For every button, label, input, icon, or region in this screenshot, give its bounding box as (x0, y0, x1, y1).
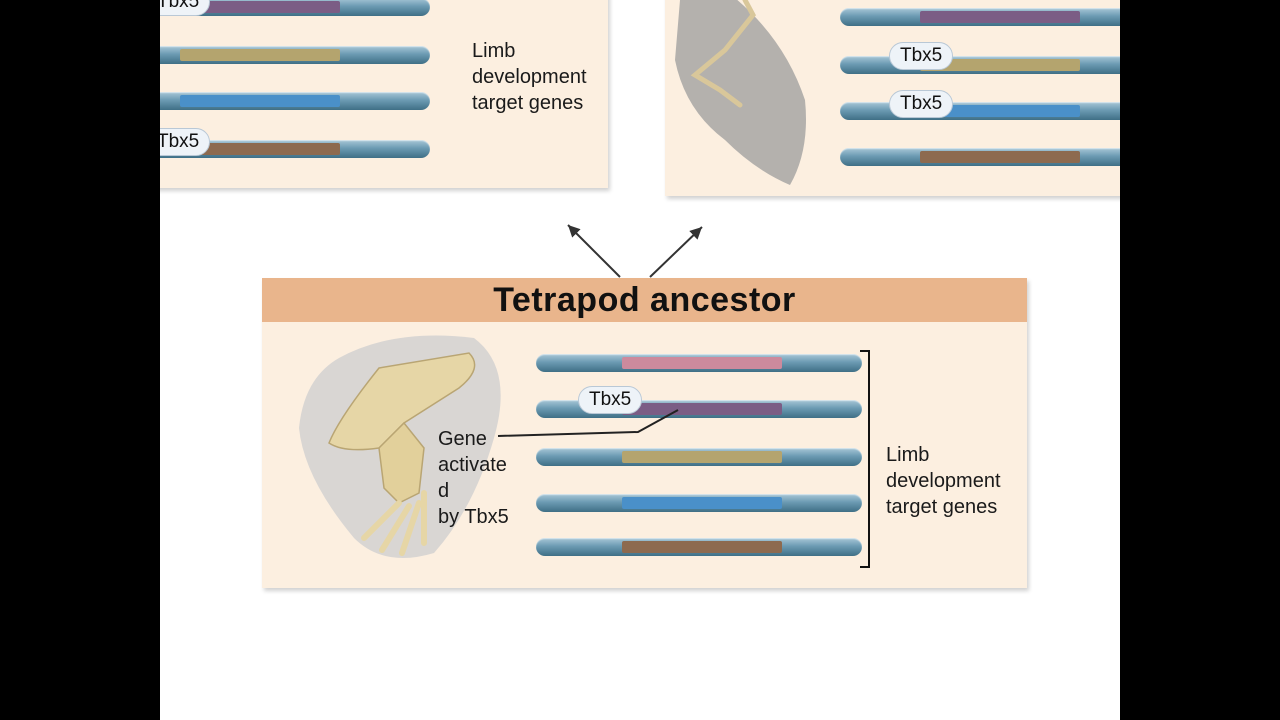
gene-segment (920, 105, 1080, 117)
gene-bar (840, 102, 1120, 120)
gene-bar (536, 448, 862, 466)
limb-development-label: Limb development target genes (472, 38, 587, 116)
gene-bar (840, 8, 1120, 26)
gene-activated-label: Gene activate d by Tbx5 (438, 426, 509, 530)
label-line: Limb (886, 444, 930, 466)
tbx5-label: Tbx5 (578, 386, 643, 414)
label-line: Gene (438, 428, 487, 450)
animal-silhouette (675, 0, 806, 185)
gene-bar (160, 0, 430, 16)
gene-segment (622, 451, 782, 463)
tbx5-label: Tbx5 (160, 128, 211, 156)
label-line: by Tbx5 (438, 506, 509, 528)
gene-bar (160, 46, 430, 64)
divergence-arrows (567, 224, 703, 278)
tbx5-label: Tbx5 (889, 90, 954, 118)
label-line: target genes (886, 496, 998, 518)
diagram-canvas: Tbx5 Tbx5 Limb development target genes … (160, 0, 1120, 720)
label-line: development (472, 66, 587, 88)
pointer-line (497, 409, 679, 437)
label-line: Limb (472, 40, 516, 62)
gene-bar (840, 148, 1120, 166)
panel-header: Tetrapod ancestor (262, 278, 1027, 322)
gene-segment (622, 497, 782, 509)
gene-bar (160, 140, 430, 158)
gene-bar (536, 538, 862, 556)
gene-segment (180, 49, 340, 61)
gene-segment (622, 403, 782, 415)
panel-title: Tetrapod ancestor (493, 281, 796, 319)
gene-segment (180, 143, 340, 155)
gene-segment (920, 151, 1080, 163)
target-genes-bracket (860, 350, 870, 568)
gene-bar (536, 494, 862, 512)
arrow-left (567, 224, 621, 278)
gene-segment (920, 59, 1080, 71)
limb-skeleton-illustration (299, 335, 501, 558)
tbx5-label: Tbx5 (889, 42, 954, 70)
top-right-panel: Tbx5 Tbx5 (665, 0, 1120, 196)
gene-bar (160, 92, 430, 110)
gene-bar (536, 354, 862, 372)
label-line: activate (438, 454, 507, 476)
gene-segment (622, 357, 782, 369)
gene-bar (840, 56, 1120, 74)
gene-segment (180, 1, 340, 13)
gene-segment (622, 541, 782, 553)
limb-development-label: Limb development target genes (886, 442, 1001, 520)
label-line: d (438, 480, 450, 502)
label-line: development (886, 470, 1001, 492)
arrow-right (649, 226, 703, 278)
gene-segment (180, 95, 340, 107)
top-left-panel: Tbx5 Tbx5 Limb development target genes (160, 0, 608, 188)
label-line: target genes (472, 92, 584, 114)
gene-segment (920, 11, 1080, 23)
tetrapod-ancestor-panel: Tetrapod ancestor Tbx5 Gene a (262, 278, 1027, 588)
tbx5-label: Tbx5 (160, 0, 211, 16)
